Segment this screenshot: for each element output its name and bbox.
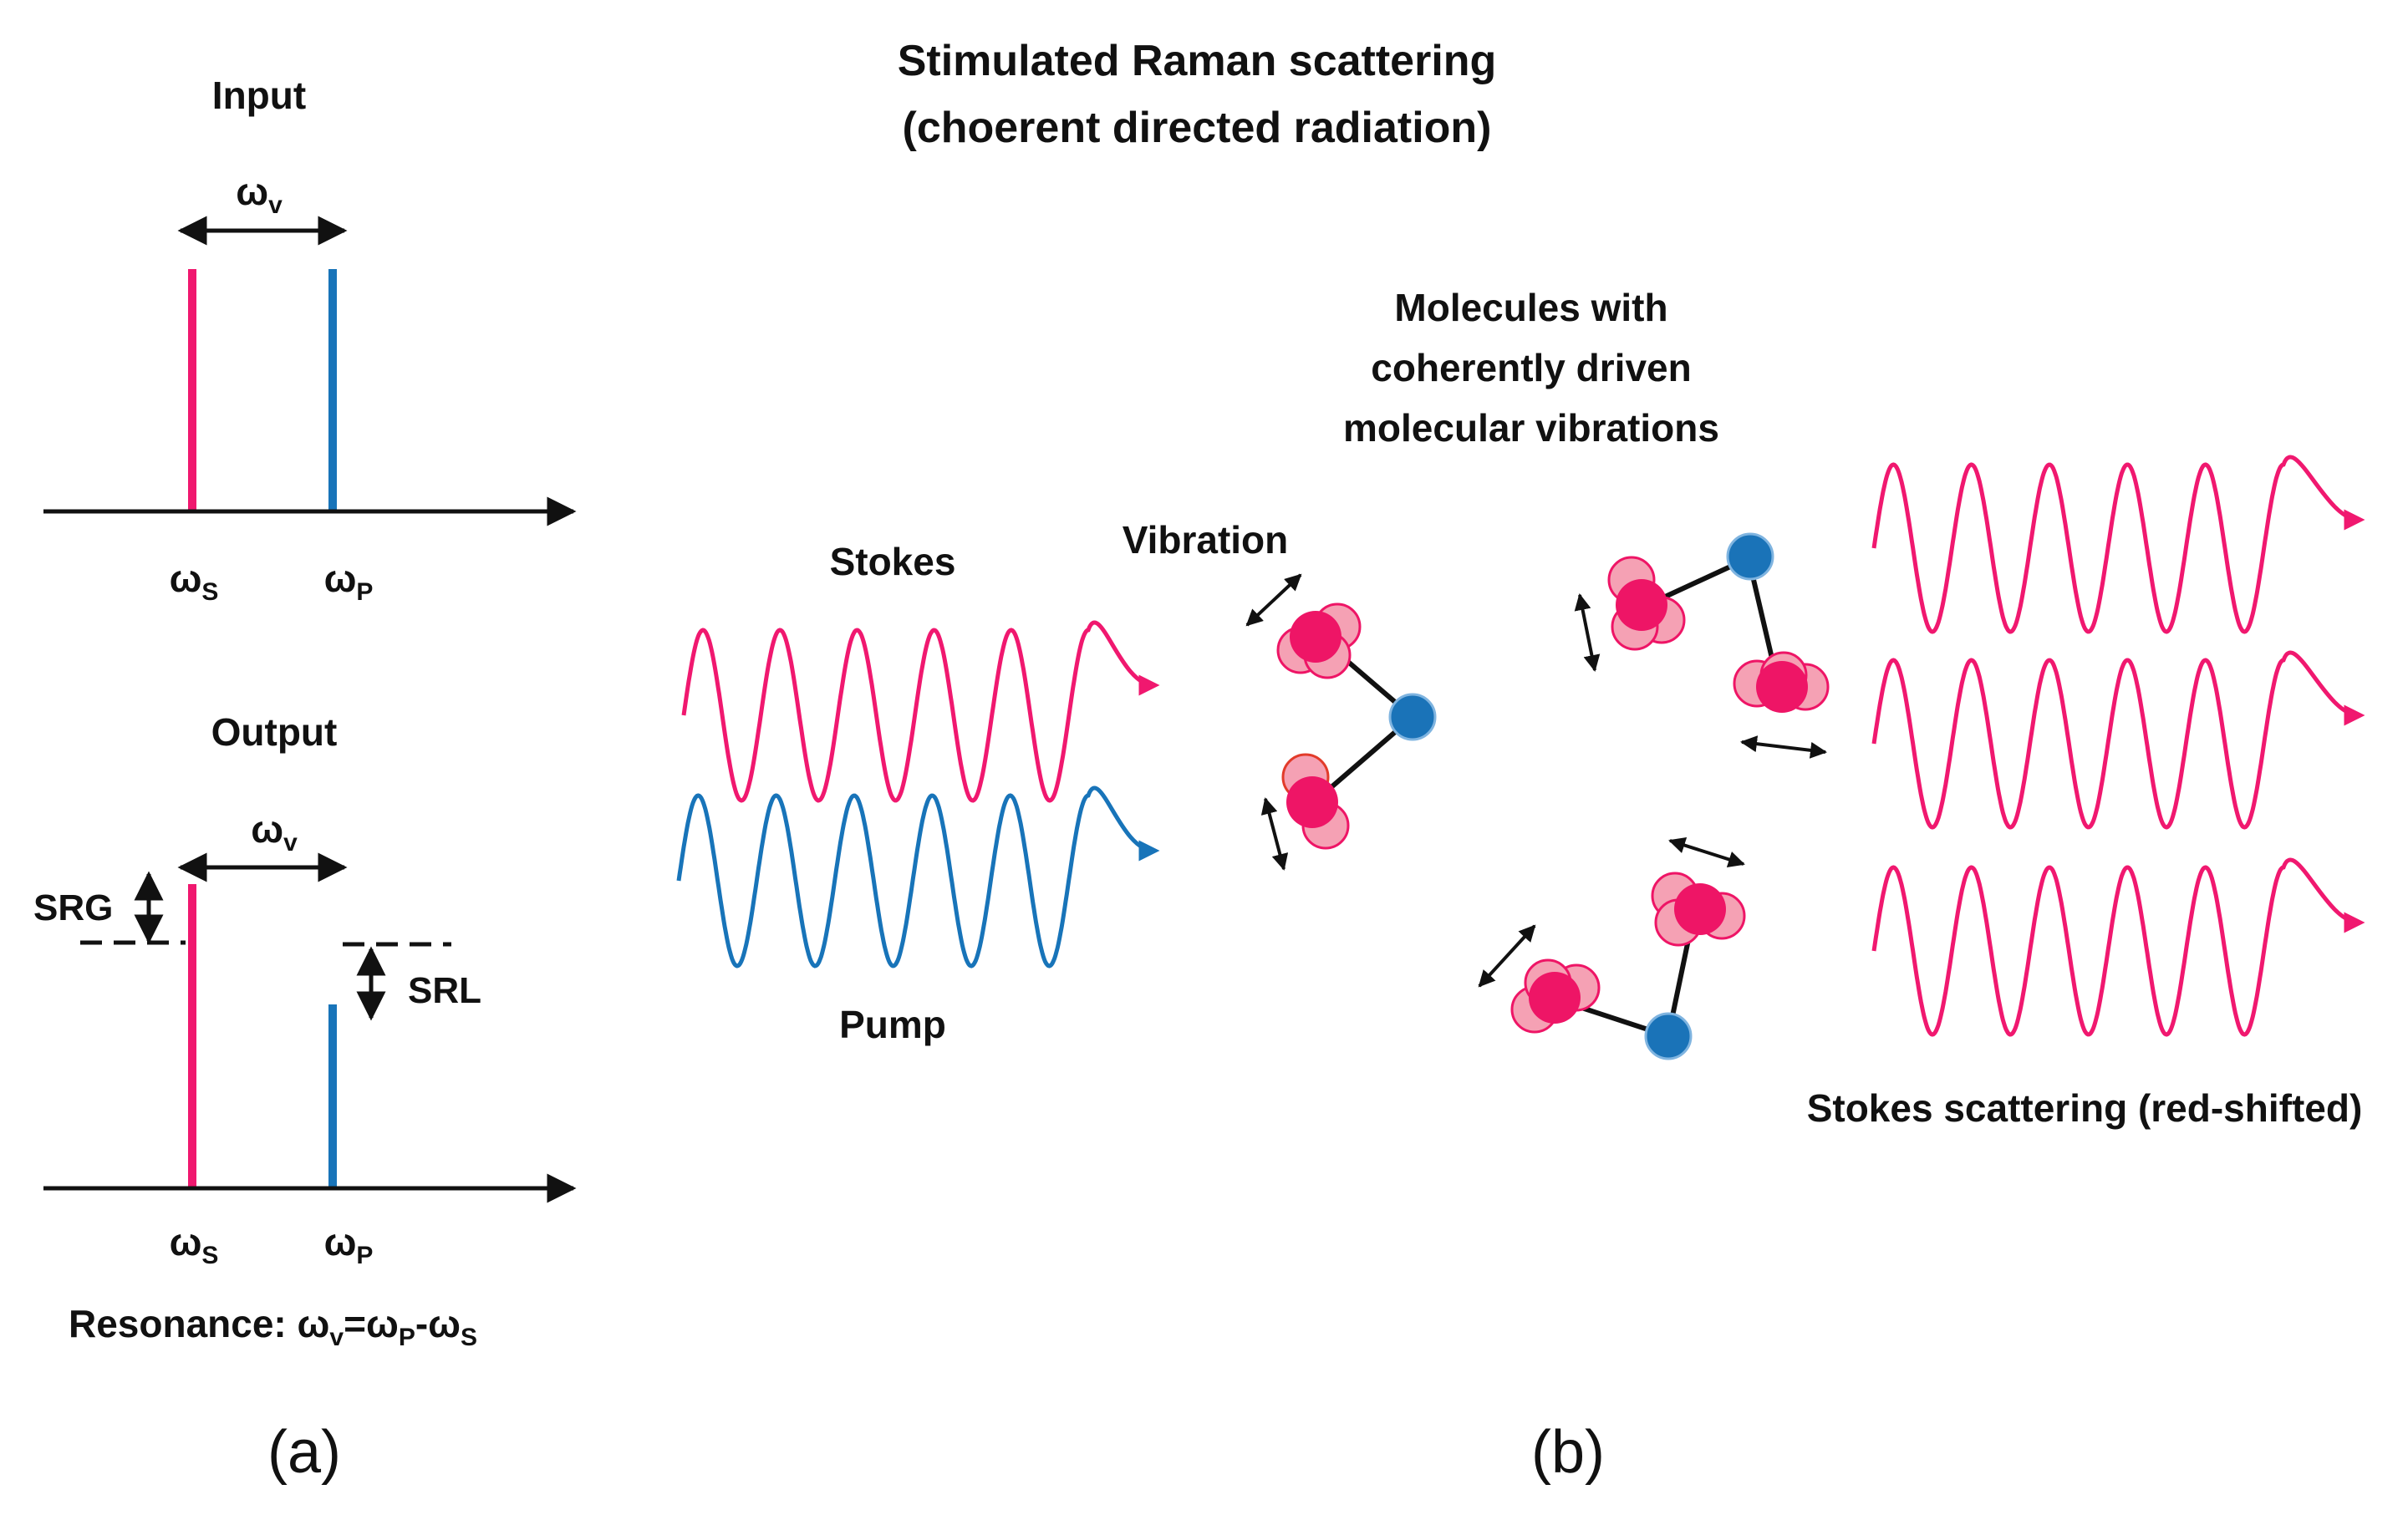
wave-out-3-path (1871, 857, 2365, 1037)
molecule-3-vibration-arrow-top (1668, 836, 1745, 868)
pump-input-label: Pump (839, 1003, 946, 1046)
wave-stokes-in-path (681, 620, 1160, 803)
wave-out-2-path (1871, 650, 2365, 830)
panel-a-caption: (a) (267, 1419, 341, 1486)
output-spectrum: Output ωv SRG SRL ωS ωP Resonance: ωv=ωP… (33, 710, 577, 1351)
molecule-3-atom-top (1651, 872, 1746, 947)
molecule-1-vibration-arrow-top (1245, 573, 1302, 627)
panel-a: Input ωv ωS ωP Output ωv SRG SRL ωS (33, 74, 577, 1486)
stokes-output-wave-2 (1871, 650, 2365, 830)
output-spacing-label: ωv (251, 807, 298, 857)
vibration-label: Vibration (1123, 518, 1289, 562)
stokes-scattering-label: Stokes scattering (red-shifted) (1807, 1086, 2363, 1130)
molecules-caption-line3: molecular vibrations (1343, 406, 1719, 450)
molecule-1-atom-bottom (1281, 753, 1350, 850)
input-spectrum: Input ωv ωS ωP (43, 74, 577, 606)
panel-b-title-line1: Stimulated Raman scattering (898, 37, 1497, 85)
molecules-caption-line2: coherently driven (1371, 346, 1691, 389)
molecules-caption-line1: Molecules with (1394, 286, 1667, 329)
panel-b-title-line2: (choerent directed radiation) (903, 104, 1492, 152)
molecule-2-center-atom (1726, 532, 1774, 581)
molecule-2-vibration-arrow-left (1574, 593, 1601, 672)
stokes-output-wave-1 (1871, 455, 2365, 634)
output-pump-label: ωP (324, 1220, 374, 1269)
resonance-condition: Resonance: ωv=ωP-ωS (69, 1302, 477, 1351)
input-title: Input (212, 74, 306, 117)
wave-out-1-path (1871, 455, 2365, 634)
panel-b-caption: (b) (1531, 1419, 1605, 1486)
stokes-input-wave (681, 620, 1160, 803)
molecule-1-vibration-arrow-bottom (1260, 797, 1289, 871)
molecule-3-atom-left (1510, 958, 1601, 1034)
stokes-output-wave-3 (1871, 857, 2365, 1037)
molecule-2-vibration-arrow-right (1740, 735, 1827, 759)
molecule-1-center-atom (1388, 693, 1437, 741)
panel-b: Stimulated Raman scattering (choerent di… (676, 37, 2365, 1486)
wave-pump-in-path (676, 785, 1160, 968)
input-pump-label: ωP (324, 557, 374, 606)
molecule-2-atom-right (1733, 651, 1830, 713)
molecule-1-atom-top (1276, 602, 1362, 679)
pump-input-wave (676, 785, 1160, 968)
input-spacing-label: ωv (236, 170, 283, 219)
molecule-3-center-atom (1644, 1012, 1693, 1060)
output-stokes-label: ωS (170, 1220, 219, 1269)
srg-label: SRG (33, 887, 113, 928)
molecule-1 (1245, 573, 1437, 871)
stokes-input-label: Stokes (830, 540, 956, 583)
molecule-2 (1574, 532, 1830, 759)
molecule-3-vibration-arrow-left (1478, 924, 1536, 988)
input-stokes-label: ωS (170, 557, 219, 606)
output-title: Output (211, 710, 338, 754)
srl-label: SRL (408, 970, 481, 1011)
molecule-2-atom-left (1607, 556, 1686, 651)
molecule-3 (1478, 836, 1746, 1060)
